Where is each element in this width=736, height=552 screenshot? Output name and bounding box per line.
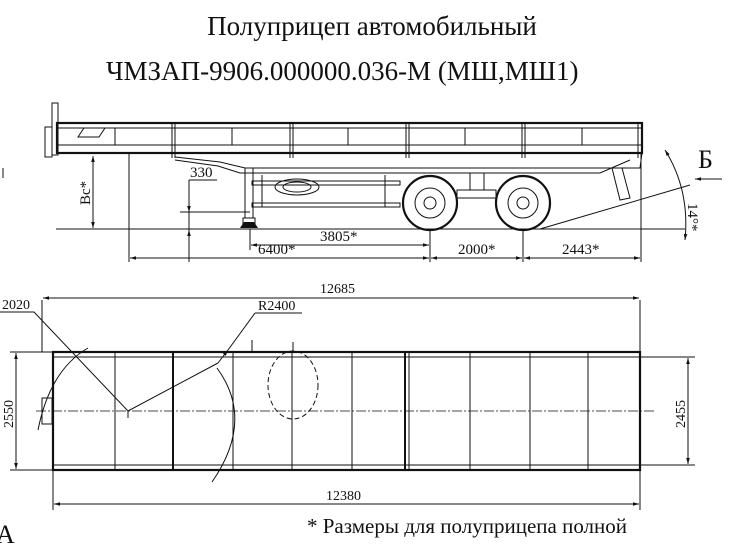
- view-label-a: А: [0, 520, 15, 549]
- dim-3805: 3805*: [320, 229, 358, 245]
- dim-330: 330: [190, 165, 213, 181]
- view-label-b: Б: [698, 145, 713, 174]
- side-view: 14°* Б Вс* 330 3805* 6400* 2000* 2443*: [2, 102, 722, 262]
- kingpin-circle: [267, 350, 319, 420]
- dim-radius-turn: R2400: [258, 299, 295, 314]
- title-line-2: ЧМЗАП-9906.000000.036-М (МШ,МШ1): [106, 56, 579, 86]
- dim-height: Вс*: [78, 181, 94, 205]
- dim-2443: 2443*: [562, 242, 600, 258]
- plan-view: 2020 R2400 12685 12380 2550 2455 А: [0, 282, 695, 549]
- wheel-rear-axle: [494, 174, 552, 232]
- dim-length-overall: 12685: [320, 282, 355, 297]
- title-line-1: Полуприцеп автомобильный: [207, 11, 537, 41]
- dim-angle: 14°*: [684, 203, 700, 232]
- dim-radius-front: 2020: [2, 298, 30, 313]
- dim-width-inner: 2455: [674, 400, 689, 428]
- wheel-front-axle: [401, 174, 459, 232]
- dim-length-deck: 12380: [326, 489, 361, 504]
- dim-width-overall: 2550: [2, 400, 17, 428]
- dim-6400: 6400*: [258, 242, 296, 258]
- deck-side: [55, 121, 644, 155]
- footnote: * Размеры для полуприцепа полной: [307, 514, 627, 538]
- dim-2000: 2000*: [458, 242, 496, 258]
- side-panel-posts: [114, 123, 639, 158]
